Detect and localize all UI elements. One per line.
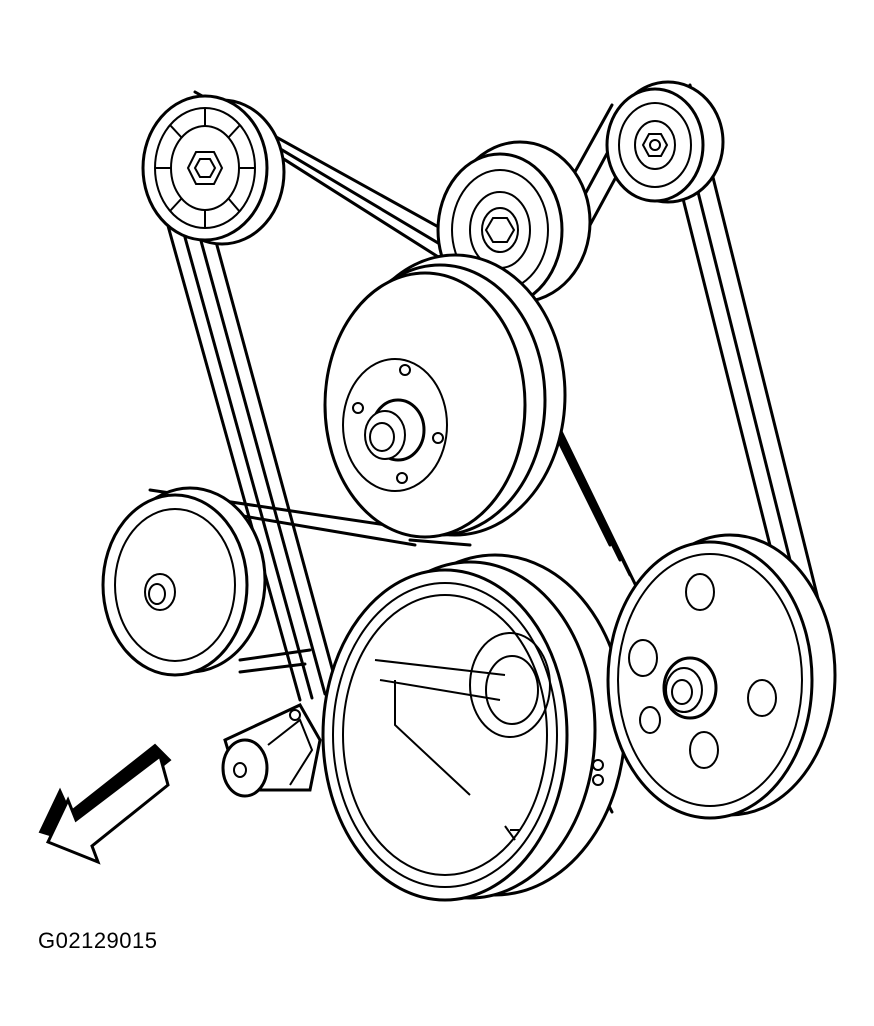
water-pump-pulley bbox=[323, 253, 567, 539]
tensioner-bracket bbox=[221, 703, 322, 798]
idler-pulley-upper-right bbox=[605, 80, 725, 204]
power-steering-pulley bbox=[606, 533, 837, 820]
belt-strand-left-inner bbox=[204, 203, 340, 692]
idler-pulley-upper-left bbox=[141, 94, 286, 246]
figure-code: G02129015 bbox=[38, 928, 158, 953]
ac-compressor-pulley bbox=[101, 486, 267, 677]
front-arrow-icon bbox=[38, 743, 172, 865]
belt-strand-left-outer bbox=[163, 213, 302, 702]
crankshaft-pulley bbox=[321, 553, 627, 902]
belt-strand-right-outer bbox=[688, 83, 834, 657]
